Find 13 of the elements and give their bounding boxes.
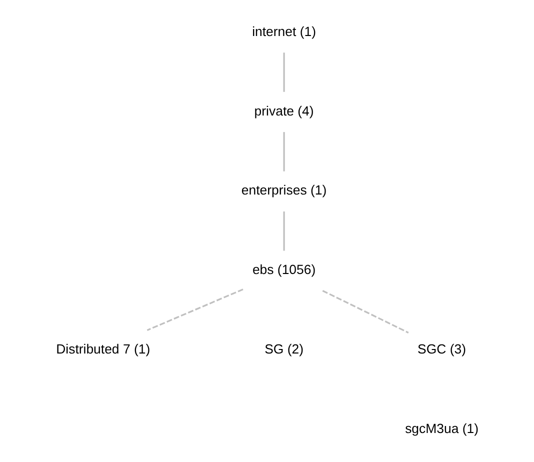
node-text: Distributed 7 (1) <box>56 342 150 357</box>
node-text: SG (2) <box>264 342 304 357</box>
node-text: sgcM3ua (1) <box>404 420 478 436</box>
connector <box>282 52 284 92</box>
connector <box>282 132 284 172</box>
node-text: enterprises (1) <box>240 182 326 198</box>
connector <box>322 290 408 334</box>
node-text: private (4) <box>254 103 314 118</box>
connector <box>146 288 243 331</box>
node-text: ebs (1056) <box>252 262 316 278</box>
connector <box>282 211 284 251</box>
node-text: internet (1) <box>252 24 316 39</box>
node-text: SGC (3) <box>417 342 466 357</box>
